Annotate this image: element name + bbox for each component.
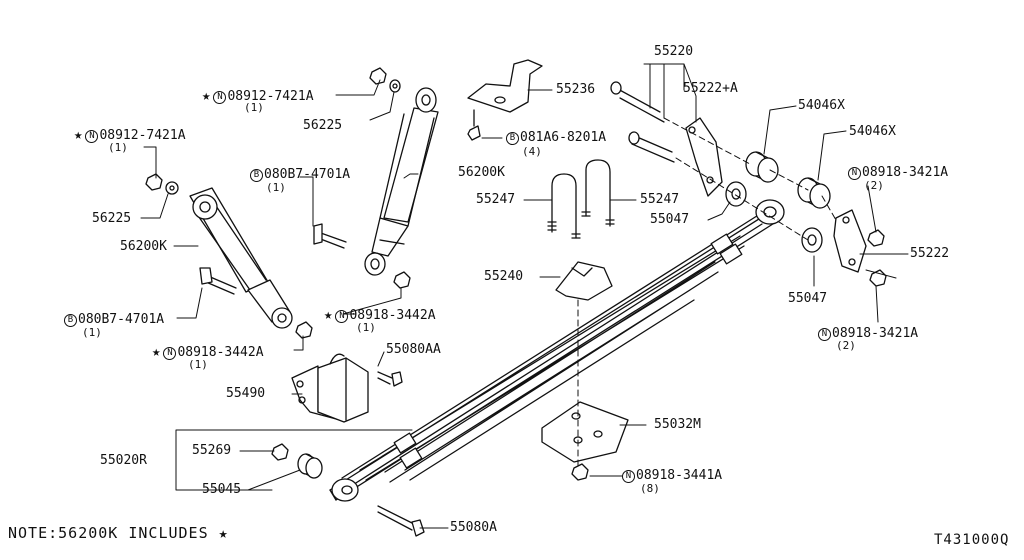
qty-080b7-left: (1) xyxy=(82,326,102,339)
qty-081a6: (4) xyxy=(522,145,542,158)
u-bolt-55247-left xyxy=(547,173,581,239)
label-55222a: 55222+A xyxy=(683,81,738,96)
qty-08918-3421-bottom: (2) xyxy=(836,339,856,352)
qty-08918-3441: (8) xyxy=(640,482,660,495)
bracket-55236 xyxy=(467,59,543,113)
qty-08918-3421-top: (2) xyxy=(864,179,884,192)
bushing-55047-upper xyxy=(725,181,747,207)
label-55032m: 55032M xyxy=(654,417,701,432)
label-55236: 55236 xyxy=(556,82,596,97)
leaf-spring-assembly xyxy=(329,199,785,502)
nut-symbol-icon: N xyxy=(335,310,349,323)
label-56225-left: 56225 xyxy=(92,211,132,226)
star-icon: ★ xyxy=(152,344,161,360)
label-54046x-upper: 54046X xyxy=(798,98,845,113)
qty-08918-3442-left: (1) xyxy=(188,358,208,371)
bolt-080b7-right xyxy=(313,223,347,249)
nut-08918-3442-right xyxy=(393,271,411,289)
star-icon: ★ xyxy=(202,88,211,104)
diagram-note: NOTE:56200K INCLUDES ★ xyxy=(8,524,229,542)
label-54046x-lower: 54046X xyxy=(849,124,896,139)
label-55269: 55269 xyxy=(192,443,232,458)
label-55240: 55240 xyxy=(484,269,524,284)
label-55020r: 55020R xyxy=(100,453,147,468)
shackle-plate-55222a xyxy=(685,117,723,197)
nut-symbol-icon: N xyxy=(622,470,635,483)
qty-08912-left: (1) xyxy=(108,141,128,154)
leader-lines xyxy=(140,63,909,529)
qty-08912-right: (1) xyxy=(244,101,264,114)
u-bolt-55247-right xyxy=(581,159,615,227)
nut-symbol-icon: N xyxy=(213,91,227,104)
bolt-symbol-icon: B xyxy=(250,169,263,182)
nut-08918-3442-left xyxy=(295,321,313,339)
nut-symbol-icon: N xyxy=(85,130,99,143)
nut-08912-left xyxy=(145,173,163,191)
shock-absorber-left xyxy=(189,187,293,329)
bolt-symbol-icon: B xyxy=(506,132,519,145)
bushing-55047-lower xyxy=(801,227,823,253)
label-55047-lower: 55047 xyxy=(788,291,828,306)
bolt-55080a xyxy=(377,505,425,537)
nuts-shackle xyxy=(867,229,887,287)
qty-080b7-right: (1) xyxy=(266,181,286,194)
label-56200k-left: 56200K xyxy=(120,239,167,254)
spring-pad-55032m xyxy=(541,401,629,463)
shock-absorber-right xyxy=(364,87,439,276)
shackle-bolts-55220 xyxy=(610,81,675,163)
label-55220: 55220 xyxy=(654,44,694,59)
center-lines xyxy=(577,117,837,467)
washer-56225-right xyxy=(389,79,401,93)
nut-08912-right xyxy=(369,67,387,85)
label-55247-right: 55247 xyxy=(640,192,680,207)
nut-symbol-icon: N xyxy=(848,167,861,180)
bolt-55080aa xyxy=(377,371,403,387)
nut-55269 xyxy=(271,443,289,461)
label-55045: 55045 xyxy=(202,482,242,497)
label-55490: 55490 xyxy=(226,386,266,401)
bolt-symbol-icon: B xyxy=(64,314,77,327)
bolt-080b7-left xyxy=(199,267,237,295)
qty-08918-3442-right: (1) xyxy=(356,321,376,334)
star-icon: ★ xyxy=(74,127,83,143)
bushing-54046x-lower xyxy=(797,177,831,209)
bumper-bracket-55490 xyxy=(291,353,369,423)
label-55247-left: 55247 xyxy=(476,192,516,207)
bushing-54046x-upper xyxy=(745,151,779,183)
label-55080a: 55080A xyxy=(450,520,497,535)
shackle-plate-55222 xyxy=(833,209,867,273)
label-56225-right: 56225 xyxy=(303,118,343,133)
bushing-55045 xyxy=(297,453,323,479)
nut-symbol-icon: N xyxy=(163,347,177,360)
nut-08918-3441 xyxy=(571,463,589,481)
washer-56225-left xyxy=(165,181,179,195)
nut-symbol-icon: N xyxy=(818,328,831,341)
star-icon: ★ xyxy=(324,307,333,323)
spring-seat-55240 xyxy=(555,261,613,301)
diagram-code: T431000Q xyxy=(934,532,1010,548)
label-55047-upper: 55047 xyxy=(650,212,690,227)
label-55222: 55222 xyxy=(910,246,950,261)
label-56200k-right: 56200K xyxy=(458,165,505,180)
bolt-081a6 xyxy=(467,109,481,141)
label-55080aa: 55080AA xyxy=(386,342,441,357)
